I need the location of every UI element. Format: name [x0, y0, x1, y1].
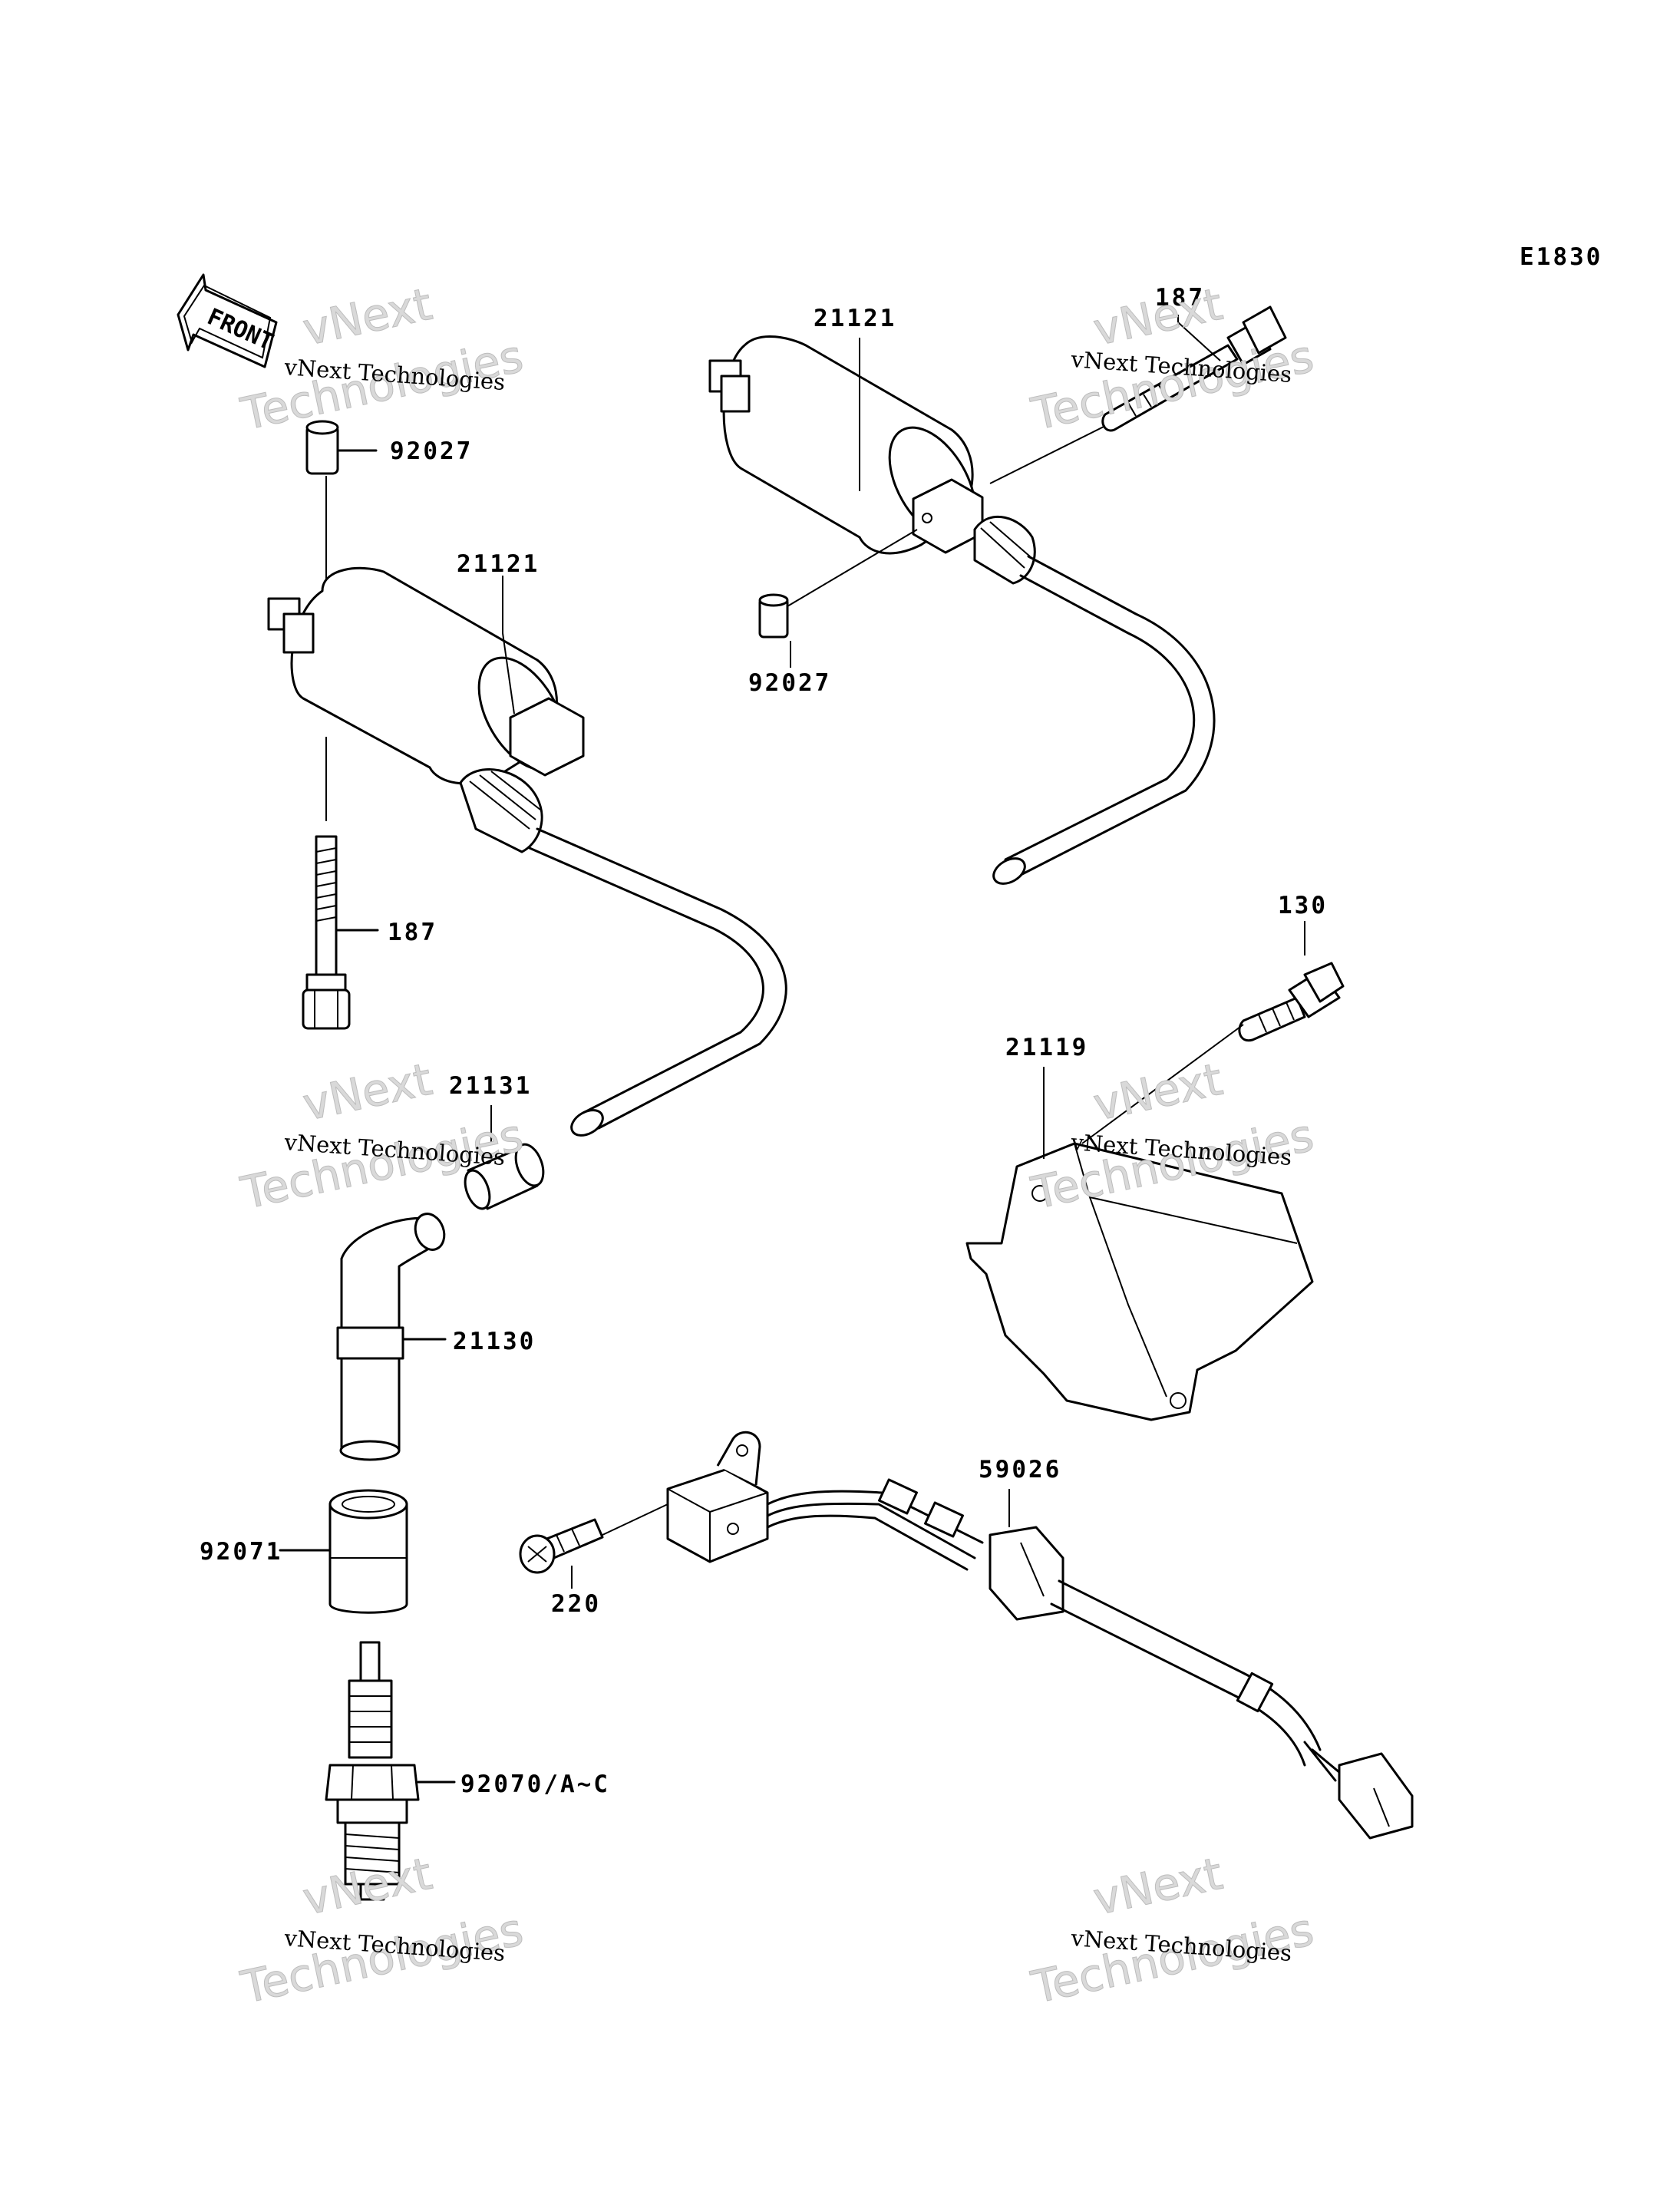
label-21121-left: 21121	[457, 550, 540, 578]
watermark-bottom-right: vNext Technologies vNext Technologies	[1026, 1847, 1319, 2014]
label-92070: 92070/A~C	[460, 1771, 610, 1798]
ignition-coil-left	[267, 566, 787, 1137]
svg-text:vNext: vNext	[299, 1847, 437, 1926]
diagram-code: E1830	[1520, 243, 1602, 271]
bolt-187-right	[1101, 305, 1287, 432]
bolt-187-left	[302, 835, 351, 1030]
label-92027-right: 92027	[748, 669, 831, 697]
collar-92027-left	[305, 420, 339, 475]
label-92027-left: 92027	[390, 437, 473, 465]
svg-text:vNext: vNext	[299, 1053, 437, 1131]
label-21119: 21119	[1005, 1034, 1088, 1061]
label-21131: 21131	[449, 1072, 532, 1100]
label-220: 220	[551, 1590, 601, 1618]
watermark-bottom-left: vNext Technologies vNext Technologies	[236, 1847, 528, 2014]
front-arrow-icon: FRONT	[177, 273, 278, 368]
svg-text:vNext: vNext	[299, 278, 437, 356]
watermark-top-left: vNext Technologies vNext Technologies	[236, 277, 528, 441]
pickup-coil-59026	[666, 1431, 1414, 1840]
plug-cap-21130	[336, 1213, 446, 1461]
collar-92027-right	[758, 593, 789, 639]
screw-220	[519, 1518, 604, 1574]
svg-text:vNext: vNext	[1089, 278, 1227, 356]
cap-21131	[464, 1143, 545, 1210]
svg-text:vNext: vNext	[1089, 1847, 1227, 1926]
igniter-unit-21119	[965, 1142, 1314, 1421]
label-59026: 59026	[979, 1456, 1061, 1483]
svg-text:vNext: vNext	[1089, 1053, 1227, 1131]
label-130: 130	[1278, 892, 1328, 919]
label-21121-right: 21121	[814, 305, 896, 332]
spark-plug-92070	[325, 1641, 420, 1901]
label-92071: 92071	[200, 1538, 282, 1566]
ignition-coil-right	[708, 335, 1216, 885]
boot-92071	[328, 1489, 408, 1614]
bolt-130	[1238, 962, 1345, 1042]
label-187-right: 187	[1155, 284, 1205, 312]
label-187-left: 187	[388, 919, 437, 946]
watermark-top-right: vNext Technologies vNext Technologies	[1026, 277, 1319, 441]
label-21130: 21130	[453, 1328, 536, 1355]
